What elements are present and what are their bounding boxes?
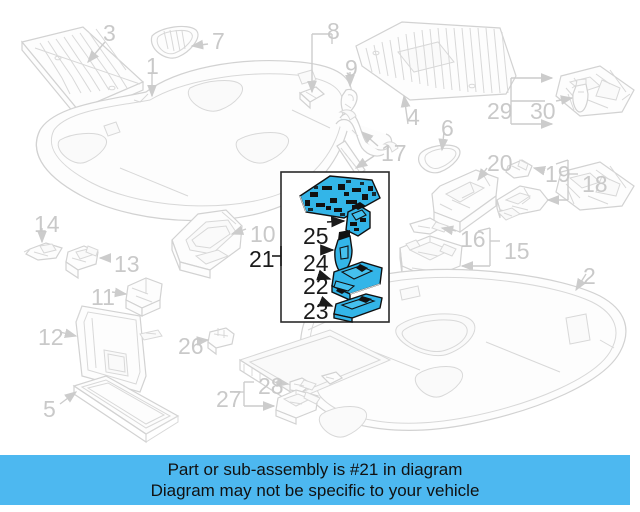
callout-19-arrow (532, 165, 547, 176)
part-13-bracket (65, 245, 99, 280)
callout-label-15: 15 (504, 238, 530, 264)
callout-label-1: 1 (146, 53, 159, 79)
callout-18-bracket (546, 159, 578, 205)
part-11-visor-clip (125, 277, 163, 317)
part-25-switch-unit-highlighted (345, 202, 371, 237)
part-18-hinge (496, 185, 549, 221)
part-29-lamp-upper (555, 65, 635, 117)
part-12-sun-visor (75, 305, 163, 393)
callout-27-bracket (234, 381, 276, 411)
callout-label-3: 3 (103, 20, 116, 46)
callout-label-10: 10 (250, 221, 276, 247)
callout-label-23: 23 (303, 298, 329, 324)
callout-label-5: 5 (43, 396, 56, 422)
part-26-knob (207, 327, 235, 356)
callout-label-26: 26 (178, 333, 204, 359)
callout-label-27: 27 (216, 386, 242, 412)
part-28-bulb (289, 377, 317, 393)
callout-label-30: 30 (530, 98, 556, 124)
callout-label-12: 12 (38, 324, 64, 350)
callout-label-29: 29 (487, 98, 513, 124)
caption-line-2: Diagram may not be specific to your vehi… (150, 481, 480, 500)
part-5-sunroof-glass (72, 375, 180, 444)
callout-29-bracket (510, 73, 554, 129)
caption-banner: Part or sub-assembly is #21 in diagram D… (0, 455, 630, 505)
callout-label-25: 25 (303, 223, 329, 249)
callout-arrows-highlighted (272, 216, 346, 307)
callout-label-14: 14 (34, 211, 60, 237)
callout-label-2: 2 (583, 263, 596, 289)
callout-label-24: 24 (303, 250, 329, 276)
callout-label-17: 17 (381, 140, 407, 166)
part-22-lens-highlighted (331, 261, 383, 302)
part-27-lamp-housing (275, 389, 321, 425)
callout-label-8: 8 (327, 18, 340, 44)
callout-label-11: 11 (91, 284, 115, 310)
callout-label-6: 6 (441, 115, 454, 141)
callout-label-22: 22 (303, 273, 329, 299)
callout-28-arrow (275, 377, 290, 387)
part-27-extra-lens (320, 371, 344, 385)
part-23-trim-strip-highlighted (333, 293, 383, 323)
callout-label-18: 18 (582, 171, 608, 197)
part-30-bulb (572, 78, 589, 113)
callout-label-19: 19 (545, 161, 571, 187)
callout-16-arrow (440, 225, 457, 236)
part-1-headliner-front (35, 60, 353, 222)
callout-label-7: 7 (212, 28, 225, 54)
callout-30-arrow (555, 95, 574, 105)
part-4-sunroof-panel (355, 21, 517, 101)
callout-label-13: 13 (114, 251, 140, 277)
part-19-bracket (505, 159, 533, 179)
callout-leaders (37, 33, 587, 405)
callout-label-21: 21 (249, 246, 275, 272)
callout-label-28: 28 (258, 373, 284, 399)
part-6-lamp-lens (418, 144, 461, 174)
callout-label-9: 9 (345, 55, 358, 81)
callout-label-16: 16 (460, 226, 486, 252)
part-3-shade-panel (20, 26, 145, 120)
part-9-coat-hook (340, 88, 358, 117)
callout-label-4: 4 (407, 104, 420, 130)
caption-line-1: Part or sub-assembly is #21 in diagram (167, 460, 463, 479)
part-20-console-body (431, 169, 499, 234)
callout-15-bracket (460, 227, 500, 271)
part-14-trim-clip (23, 242, 63, 261)
callout-label-20: 20 (487, 150, 513, 176)
